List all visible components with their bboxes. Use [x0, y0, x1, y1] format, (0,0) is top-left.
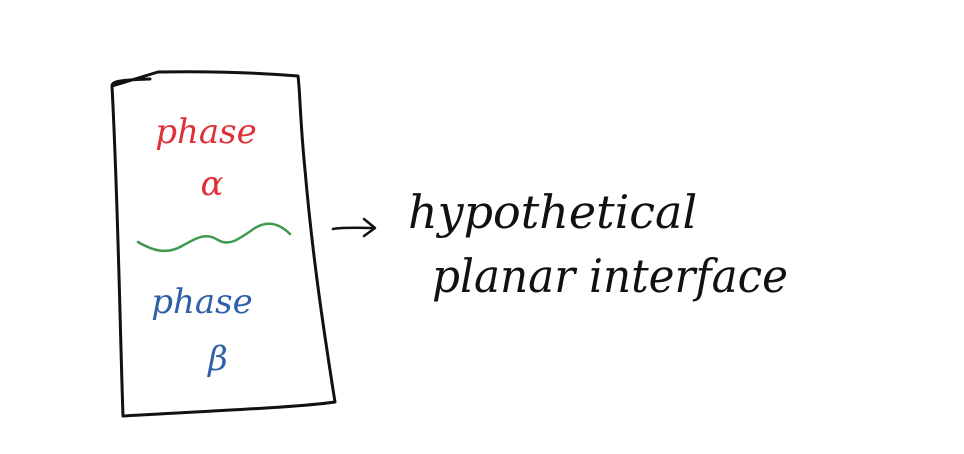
annotation-line-2: planar interface [432, 249, 788, 303]
arrow-head [362, 217, 377, 238]
container-outline [110, 70, 337, 418]
phase-alpha-label: phase [155, 112, 257, 152]
beta-symbol: β [206, 339, 228, 379]
arrow-line [331, 226, 376, 231]
interface-wavy-line [136, 222, 292, 253]
phase-beta-label: phase [151, 282, 253, 322]
annotation-line-1: hypothetical [408, 185, 697, 239]
alpha-symbol: α [201, 164, 224, 204]
